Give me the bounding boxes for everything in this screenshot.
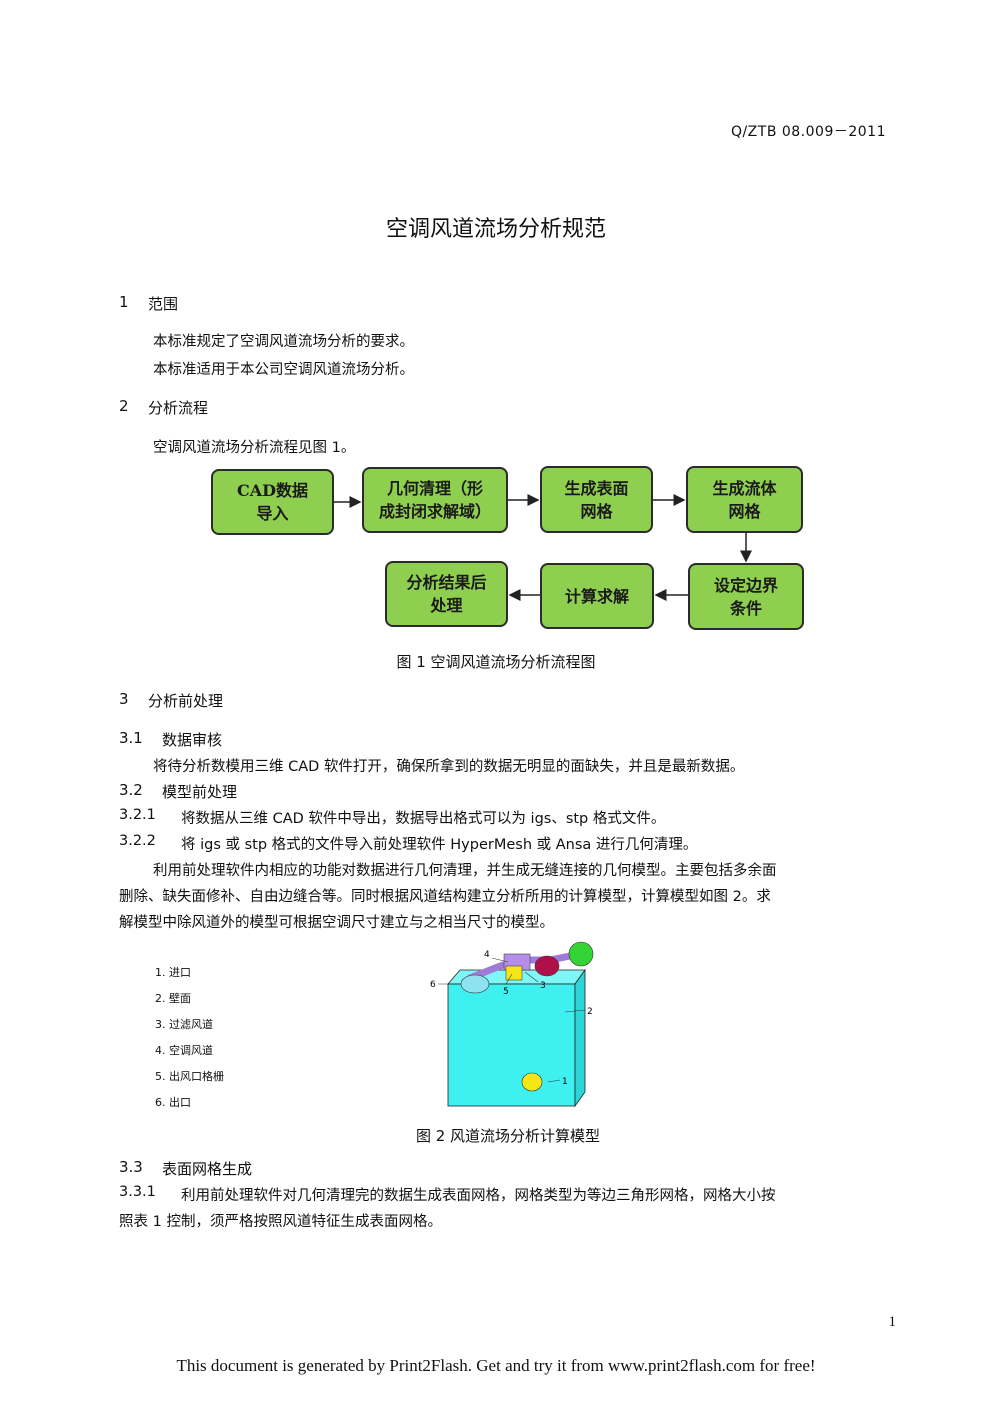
figure-2-model: 1 2 3 4 5 6 (430, 941, 594, 1108)
section-3-2-number: 3.2 (119, 781, 143, 799)
section-3-2-1-text: 将数据从三维 CAD 软件中导出，数据导出格式可以为 igs、stp 格式文件。 (181, 811, 666, 827)
section-3-2-heading: 模型前处理 (162, 783, 238, 801)
section-3-2-1-number: 3.2.1 (119, 807, 156, 823)
section-3-3-1-line-1: 利用前处理软件对几何清理完的数据生成表面网格，网格类型为等边三角形网格，网格大小… (181, 1188, 776, 1204)
section-1-number: 1 (119, 293, 129, 311)
section-3-3-heading: 表面网格生成 (162, 1160, 253, 1178)
section-2-para-1: 空调风道流场分析流程见图 1。 (153, 440, 356, 456)
section-1-heading: 范围 (148, 295, 179, 313)
flow-box-cad-import: CAD数据 导入 (211, 469, 334, 535)
section-3-number: 3 (119, 690, 129, 708)
inlet-disc (568, 941, 594, 967)
callout-label: 5 (503, 987, 509, 997)
section-3-heading: 分析前处理 (148, 692, 224, 710)
section-1-para-2: 本标准适用于本公司空调风道流场分析。 (153, 362, 414, 378)
paragraph-line-3: 解模型中除风道外的模型可根据空调尺寸建立与之相当尺寸的模型。 (119, 915, 554, 931)
callout-label: 1 (562, 1077, 568, 1087)
callout-label: 6 (430, 980, 436, 990)
legend-item: 2. 壁面 (155, 992, 191, 1005)
section-3-3-number: 3.3 (119, 1158, 143, 1176)
outlet-grille (505, 965, 523, 981)
flow-box-geometry-cleanup: 几何清理（形 成封闭求解域） (362, 467, 508, 533)
section-3-3-1-number: 3.3.1 (119, 1184, 156, 1200)
model-front-face (447, 983, 576, 1107)
flow-box-boundary-conditions: 设定边界 条件 (688, 563, 804, 630)
legend-item: 4. 空调风道 (155, 1044, 213, 1057)
filter-duct (534, 955, 560, 977)
outlet-disc (460, 974, 490, 994)
flow-box-volume-mesh: 生成流体 网格 (686, 466, 803, 533)
section-2-number: 2 (119, 397, 129, 415)
section-3-3-1-line-2: 照表 1 控制，须严格按照风道特征生成表面网格。 (119, 1214, 442, 1230)
paragraph-line-2: 删除、缺失面修补、自由边缝合等。同时根据风道结构建立分析所用的计算模型，计算模型… (119, 889, 771, 905)
section-1-para-1: 本标准规定了空调风道流场分析的要求。 (153, 334, 414, 350)
section-3-2-2-number: 3.2.2 (119, 833, 156, 849)
legend-item: 1. 进口 (155, 966, 191, 979)
flowchart-arrows (334, 494, 752, 601)
section-3-1-heading: 数据审核 (162, 731, 223, 749)
flow-box-postprocess: 分析结果后 处理 (385, 561, 508, 627)
callout-label: 4 (484, 950, 490, 960)
print2flash-footer: This document is generated by Print2Flas… (176, 1356, 816, 1375)
callout-label: 3 (540, 981, 546, 991)
flow-box-surface-mesh: 生成表面 网格 (540, 466, 653, 533)
section-3-1-number: 3.1 (119, 729, 143, 747)
callout-label: 2 (587, 1007, 593, 1017)
section-2-heading: 分析流程 (148, 399, 209, 417)
legend-item: 6. 出口 (155, 1096, 191, 1109)
document-title: 空调风道流场分析规范 (385, 217, 606, 242)
model-side-face (574, 968, 586, 1108)
paragraph-line-1: 利用前处理软件内相应的功能对数据进行几何清理，并生成无缝连接的几何模型。主要包括… (153, 863, 777, 879)
bottom-inlet-disc (521, 1072, 543, 1092)
standard-number: Q/ZTB 08.009－2011 (730, 124, 886, 140)
figure-2-caption: 图 2 风道流场分析计算模型 (415, 1127, 601, 1145)
figure-1-caption: 图 1 空调风道流场分析流程图 (396, 653, 596, 671)
flow-box-solve: 计算求解 (540, 563, 654, 629)
legend-item: 5. 出风口格栅 (155, 1070, 224, 1083)
section-3-1-para: 将待分析数模用三维 CAD 软件打开，确保所拿到的数据无明显的面缺失，并且是最新… (153, 759, 745, 775)
page-number: 1 (888, 1314, 897, 1330)
legend-item: 3. 过滤风道 (155, 1018, 213, 1031)
section-3-2-2-text: 将 igs 或 stp 格式的文件导入前处理软件 HyperMesh 或 Ans… (181, 837, 698, 853)
